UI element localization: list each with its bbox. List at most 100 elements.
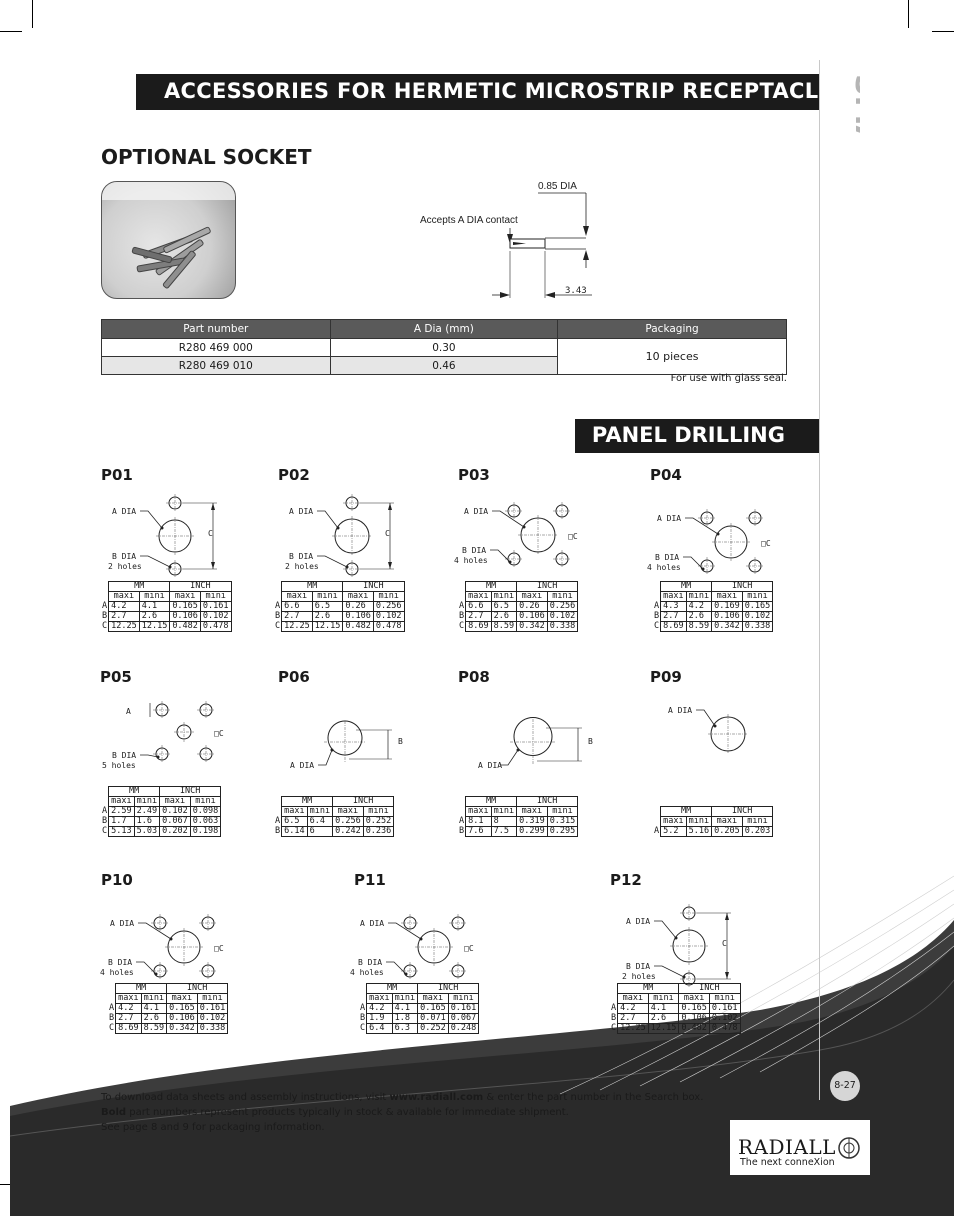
mm-header: MM <box>108 786 161 797</box>
b-dia-label: B DIA <box>112 751 136 760</box>
dimension-value: 0.102 <box>372 611 405 622</box>
page-title: ACCESSORIES FOR HERMETIC MICROSTRIP RECE… <box>164 79 849 103</box>
mini-header: mini <box>189 796 222 807</box>
row-label: C <box>458 621 467 632</box>
dimension-value: 0.098 <box>189 806 222 817</box>
mini-header: mini <box>362 806 395 817</box>
dimension-value: 0.071 <box>417 1013 449 1024</box>
dimension-value: 2.6 <box>140 1013 168 1024</box>
row-label: B <box>653 611 662 622</box>
dimension-value: 5.16 <box>685 826 713 837</box>
a-dia-label: A DIA <box>668 706 692 715</box>
dimension-value: 4.2 <box>108 601 140 612</box>
drilling-diagram: BA DIA <box>478 716 593 770</box>
page-number: 8-27 <box>830 1071 860 1101</box>
row-label: B <box>458 826 467 837</box>
socket-photo <box>101 181 236 299</box>
dimension-c-label: □C <box>214 944 224 953</box>
side-tab: SMA <box>848 74 860 136</box>
dimension-value: 0.161 <box>199 601 232 612</box>
packaging-cell: 10 pieces <box>557 338 787 375</box>
hole-count-label: 2 holes <box>285 562 319 571</box>
a-dia-label: A DIA <box>112 507 136 516</box>
dimension-value: 0.102 <box>196 1013 229 1024</box>
dimension-value: 6.5 <box>281 816 308 827</box>
panel-id-label: P04 <box>650 466 682 484</box>
row-label: A <box>101 806 110 817</box>
mm-header: MM <box>660 806 713 817</box>
inch-header: INCH <box>159 786 222 797</box>
page-header: ACCESSORIES FOR HERMETIC MICROSTRIP RECE… <box>136 74 848 110</box>
dimension-value: 6.14 <box>281 826 308 837</box>
dimension-value: 12.25 <box>281 621 313 632</box>
row-label: A <box>653 826 662 837</box>
website-link[interactable]: www.radiall.com <box>389 1092 484 1103</box>
dimension-value: 12.15 <box>138 621 171 632</box>
b-dia-label: B DIA <box>626 962 650 971</box>
dimension-value: 0.165 <box>417 1003 449 1014</box>
maxi-header: maxi <box>660 816 687 827</box>
mini-header: mini <box>647 993 680 1004</box>
dimension-value: 1.8 <box>391 1013 419 1024</box>
part-number-cell: R280 469 010 <box>101 356 331 375</box>
mini-header: mini <box>708 993 741 1004</box>
mm-header: MM <box>115 983 168 994</box>
dimension-value: 0.106 <box>166 1013 198 1024</box>
inch-header: INCH <box>169 581 232 592</box>
panel-id-label: P06 <box>278 668 310 686</box>
dimension-value: 0.102 <box>199 611 232 622</box>
mm-header: MM <box>108 581 171 592</box>
maxi-header: maxi <box>516 591 548 602</box>
dimension-value: 0.482 <box>169 621 201 632</box>
hole-count-label: 4 holes <box>647 563 681 572</box>
dimension-value: 0.165 <box>166 1003 198 1014</box>
dimension-value: 0.295 <box>546 826 579 837</box>
dimension-value: 6.5 <box>311 601 344 612</box>
a-dia-label: A DIA <box>289 507 313 516</box>
dimension-value: 2.6 <box>311 611 344 622</box>
mm-header: MM <box>465 581 518 592</box>
dimension-value: 0.165 <box>741 601 774 612</box>
footer-download-line: To download data sheets and assembly ins… <box>101 1092 703 1103</box>
inch-header: INCH <box>166 983 229 994</box>
inch-header: INCH <box>342 581 405 592</box>
col-packaging: Packaging <box>557 319 787 339</box>
dimension-value: 1.7 <box>108 816 135 827</box>
maxi-header: maxi <box>108 796 135 807</box>
dia-cell: 0.30 <box>329 338 559 357</box>
a-dia-label: A DIA <box>464 507 488 516</box>
contact-label: Accepts A DIA contact <box>420 215 518 226</box>
dimension-value: 0.256 <box>546 601 579 612</box>
panel-id-label: P01 <box>101 466 133 484</box>
dimension-value: 8.1 <box>465 816 492 827</box>
dimension-value: 2.7 <box>108 611 140 622</box>
row-label: A <box>653 601 662 612</box>
inch-header: INCH <box>417 983 480 994</box>
mini-header: mini <box>133 796 161 807</box>
dimension-value: 2.6 <box>685 611 713 622</box>
row-label: B <box>359 1013 368 1024</box>
row-label: B <box>108 1013 117 1024</box>
mini-header: mini <box>306 806 334 817</box>
footer-packaging-line: See page 8 and 9 for packaging informati… <box>101 1122 325 1133</box>
mini-header: mini <box>490 591 518 602</box>
dimension-value: 2.7 <box>617 1013 649 1024</box>
crop-mark <box>908 0 909 28</box>
dimension-value: 0.256 <box>332 816 364 827</box>
dimension-value: 2.7 <box>660 611 687 622</box>
dimension-value: 0.26 <box>516 601 548 612</box>
a-dia-label: A DIA <box>290 761 314 770</box>
